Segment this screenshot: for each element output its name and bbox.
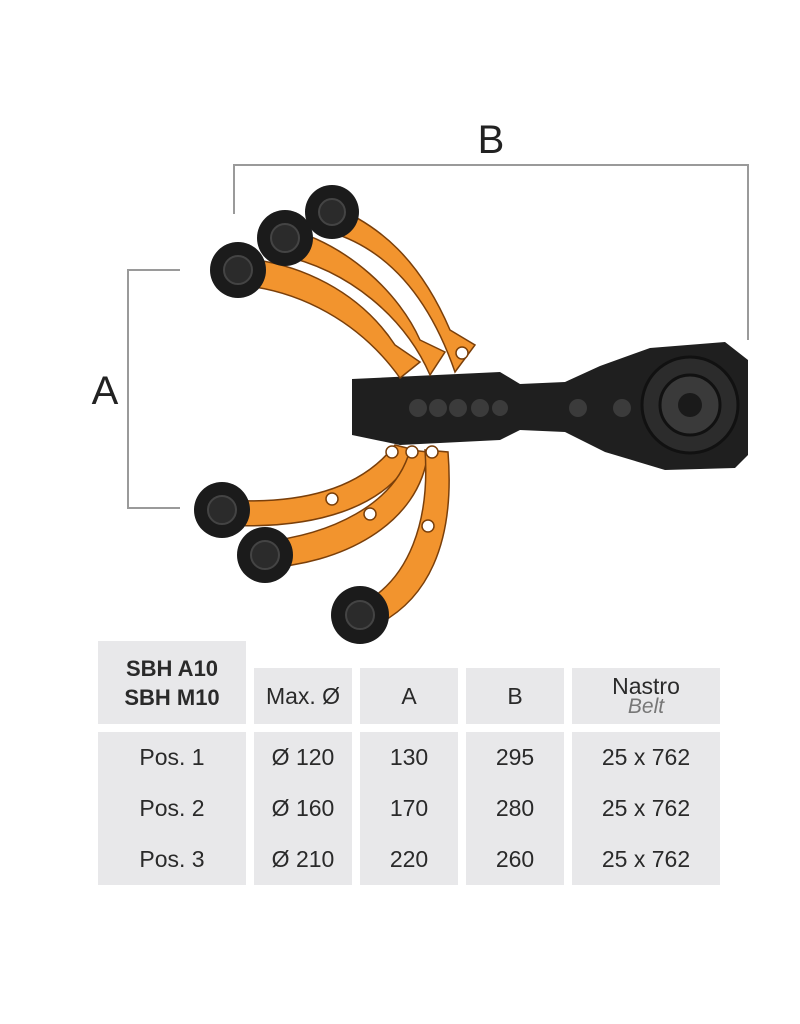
header-belt: Nastro Belt: [572, 668, 720, 724]
col-position: Pos. 1 Pos. 2 Pos. 3: [98, 732, 246, 885]
wheel-upper-2: [257, 210, 313, 266]
row-1-pos: Pos. 1: [139, 744, 205, 770]
dimension-b: B: [233, 118, 749, 340]
row-1-b: 295: [495, 744, 535, 770]
col-belt: 25 x 762 25 x 762 25 x 762: [572, 732, 720, 885]
col-b: 295 280 260: [466, 732, 564, 885]
row-3-pos: Pos. 3: [139, 846, 205, 872]
spec-table: SBH A10 SBH M10 Max. Ø A B Nastro Belt P…: [90, 633, 728, 893]
col-max-diameter: Ø 120 Ø 160 Ø 210: [254, 732, 352, 885]
header-b: B: [466, 668, 564, 724]
wheel-upper-1: [210, 242, 266, 298]
header-belt-it: Nastro: [612, 673, 680, 699]
header-max-diameter: Max. Ø: [254, 668, 352, 724]
dimension-b-label: B: [478, 118, 505, 162]
header-a: A: [360, 668, 458, 724]
wheel-lower-1: [194, 482, 250, 538]
row-2-b: 280: [495, 795, 535, 821]
row-3-max: Ø 210: [271, 846, 335, 872]
row-2-pos: Pos. 2: [139, 795, 205, 821]
row-2-belt: 25 x 762: [601, 795, 691, 821]
wheel-lower-2: [237, 527, 293, 583]
contact-wheels: [194, 185, 389, 644]
dimension-a: A: [92, 269, 180, 509]
row-1-a: 130: [389, 744, 429, 770]
upper-arms: [237, 203, 477, 380]
model-name-2: SBH M10: [124, 684, 220, 710]
row-3-b: 260: [495, 846, 535, 872]
grinder-arm-diagram: B A: [92, 118, 749, 644]
row-3-belt: 25 x 762: [601, 846, 691, 872]
row-3-a: 220: [389, 846, 429, 872]
row-2-a: 170: [389, 795, 429, 821]
row-1-max: Ø 120: [271, 744, 335, 770]
lower-arms: [221, 346, 469, 632]
machine-body: [352, 342, 748, 470]
wheel-lower-3: [331, 586, 389, 644]
row-2-max: Ø 160: [271, 795, 335, 821]
dimension-a-label: A: [92, 369, 119, 413]
model-name-1: SBH A10: [125, 655, 219, 681]
model-cell: SBH A10 SBH M10: [98, 641, 246, 724]
col-a: 130 170 220: [360, 732, 458, 885]
wheel-upper-3: [305, 185, 359, 239]
row-1-belt: 25 x 762: [601, 744, 691, 770]
header-belt-en: Belt: [627, 695, 665, 718]
